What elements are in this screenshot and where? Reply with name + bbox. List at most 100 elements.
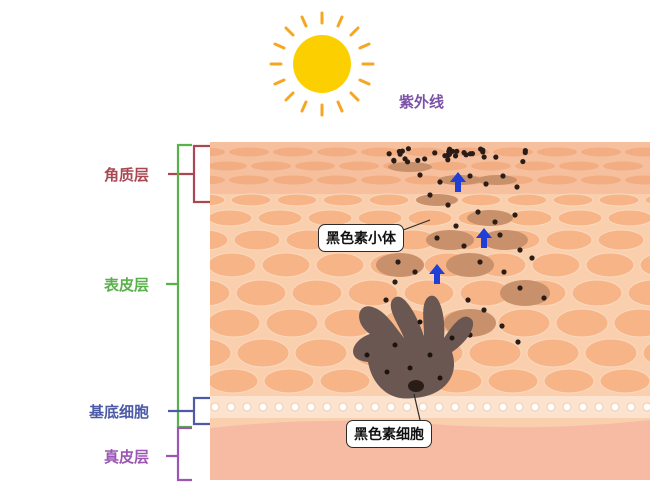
epidermis-cell [460, 193, 502, 207]
melanin-granule [422, 156, 428, 162]
layer-brackets [166, 143, 210, 482]
basal-cell [450, 402, 460, 412]
epidermis-cell [531, 252, 581, 278]
pigmented-cell [477, 175, 517, 185]
epidermis-cell [230, 193, 272, 207]
basal-cell [578, 402, 588, 412]
epidermis-cell [322, 193, 364, 207]
epidermis-cell [368, 193, 410, 207]
melanin-granule [452, 153, 459, 159]
melanin-granule [497, 232, 503, 238]
basal-cell [418, 402, 428, 412]
melanin-granule [480, 149, 486, 155]
epidermis-cell [543, 368, 595, 394]
epidermis-cell [210, 368, 259, 394]
melanin-granule [445, 202, 451, 208]
corneum-cell [559, 161, 599, 171]
dermis-region [210, 420, 650, 480]
melanin-granule [437, 179, 443, 185]
basal-cell [546, 402, 556, 412]
melanin-granule [461, 243, 467, 249]
melanin-granule [493, 154, 499, 160]
epidermis-cell [552, 193, 594, 207]
basal-cell [306, 402, 316, 412]
corneum-cell [581, 175, 621, 185]
corneum-cell [317, 175, 357, 185]
epidermis-cell [210, 308, 261, 338]
corneum-cell [625, 175, 650, 185]
basal-cell [626, 402, 636, 412]
melanin-granule [483, 181, 489, 187]
basal-cell [226, 402, 236, 412]
epidermis-cell [315, 252, 365, 278]
corneum-cell [295, 161, 335, 171]
epidermis-cell [347, 279, 399, 307]
sun-icon [269, 11, 375, 117]
pigmented-cell [446, 253, 494, 277]
epidermis-cell [265, 308, 319, 338]
melanin-granule [481, 307, 487, 313]
basal-cell [594, 402, 604, 412]
dermis-label: 真皮层 [104, 448, 150, 466]
basal-cell [562, 402, 572, 412]
epidermis-cell [291, 279, 343, 307]
corneum-cell [537, 147, 577, 157]
melanin-granule [454, 148, 460, 154]
melanin-granule [517, 285, 523, 291]
epidermis-cell [557, 209, 603, 227]
epidermis-cell [468, 338, 522, 368]
melanin-granule [514, 184, 520, 190]
corneum-cell [427, 161, 467, 171]
melanin-granule [386, 151, 392, 157]
uv-label: 紫外线 [399, 93, 445, 111]
epidermis-cell [598, 193, 640, 207]
basal-cell [642, 402, 650, 412]
corneum-cell [210, 147, 225, 157]
epidermis-cell [584, 338, 638, 368]
epidermis-cell [210, 193, 226, 207]
melanin-granule [395, 259, 401, 265]
corneum-cell [229, 175, 269, 185]
epidermis-cell [233, 229, 281, 251]
melanin-granule [453, 223, 459, 229]
melanin-granule [469, 151, 476, 157]
epidermis-cell [526, 338, 580, 368]
melanin-granule [402, 156, 408, 162]
melanin-granule [415, 157, 421, 163]
epidermis-cell [597, 229, 645, 251]
melanin-granule [461, 150, 467, 156]
epidermis-cell [497, 308, 551, 338]
epidermis-cell [235, 279, 287, 307]
melanin-granule [529, 255, 535, 261]
melanin-granule [501, 269, 507, 275]
epidermis-cell [571, 279, 623, 307]
corneum-cell [537, 175, 577, 185]
pigmented-cell [482, 230, 528, 250]
melanocyte-callout: 黑色素细胞 [346, 420, 432, 448]
skin-cross-section [210, 142, 650, 480]
corneum-cell [210, 161, 247, 171]
epidermis-cell [599, 368, 650, 394]
melanin-granule [481, 154, 487, 160]
epidermis-cell [545, 229, 593, 251]
basal-cell [466, 402, 476, 412]
epidermis-cell [607, 209, 650, 227]
corneum-cell [210, 175, 225, 185]
epidermis-cell [236, 338, 290, 368]
melanin-granule [515, 339, 521, 345]
basal-cell-label: 基底细胞 [89, 403, 150, 421]
melanin-granule [477, 259, 483, 265]
corneum-cell [317, 147, 357, 157]
epidermis-cell [294, 338, 348, 368]
corneum-cell [361, 175, 401, 185]
melanin-granule [412, 269, 418, 275]
epidermis-cell [506, 193, 548, 207]
corneum-cell [603, 161, 643, 171]
basal-cell [274, 402, 284, 412]
melanin-granule [432, 150, 438, 156]
epidermis-label: 表皮层 [104, 276, 150, 294]
pigmented-cell [376, 253, 424, 277]
basal-cell [242, 402, 252, 412]
melanin-granule [445, 157, 451, 163]
